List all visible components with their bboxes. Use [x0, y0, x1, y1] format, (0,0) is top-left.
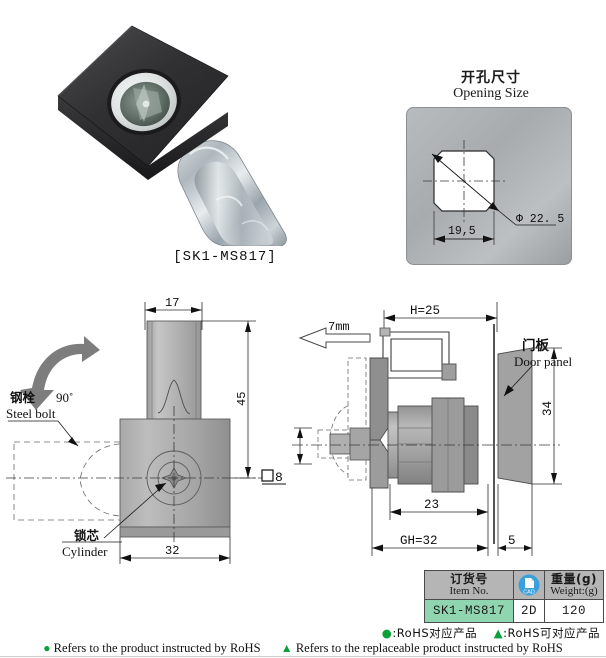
door-panel-label-cn: 门板	[522, 337, 550, 354]
spec-table-header-row: 订货号 Item No. CAD 重量(g) Weight:(g)	[424, 570, 604, 600]
dimension-45-value: 45	[235, 392, 249, 406]
steel-bolt-label-en: Steel bolt	[6, 406, 56, 421]
spec-cell-item-no: SK1-MS817	[424, 599, 514, 623]
product-photo-caption: [SK1-MS817]	[173, 249, 277, 265]
spec-table: 订货号 Item No. CAD 重量(g) Weight:(g)	[424, 570, 604, 623]
opening-width-value: 19,5	[448, 225, 476, 238]
rotation-angle-label: 90˚	[56, 390, 73, 405]
front-view-centerlines	[6, 406, 262, 546]
spec-header-cad: CAD	[513, 570, 545, 600]
opening-diameter-leader	[431, 153, 556, 226]
door-panel-leader	[503, 365, 533, 397]
table-row: SK1-MS817 2D 120	[424, 599, 604, 623]
dimension-17-value: 17	[165, 296, 179, 310]
steel-bolt-leader	[8, 420, 79, 447]
dimension-gh32	[371, 488, 489, 556]
svg-text:CAD: CAD	[523, 590, 535, 596]
opening-size-diagram: Φ 22. 5 19,5	[406, 107, 572, 265]
spec-cell-weight: 120	[544, 599, 604, 623]
rohs-triangle-text-en: Refers to the replaceable product instru…	[295, 641, 563, 655]
cam-arm-side	[382, 331, 450, 379]
product-photo	[40, 18, 302, 246]
dimension-34-value: 34	[541, 401, 555, 416]
seven-mm-label: 7mm	[328, 320, 350, 334]
spec-header-weight-en: Weight:(g)	[550, 584, 598, 597]
dimension-5-value: 5	[508, 534, 516, 548]
spec-header-weight: 重量(g) Weight:(g)	[544, 570, 604, 600]
footer-divider	[0, 656, 606, 657]
spec-header-item-no: 订货号 Item No.	[424, 570, 514, 600]
dimension-23-value: 23	[424, 498, 439, 512]
rohs-triangle-marker-cn: ▲	[493, 626, 504, 640]
cylinder-label-en: Cylinder	[62, 544, 108, 559]
dimension-gh32-value: GH=32	[400, 534, 438, 548]
rohs-triangle-text-cn: :RoHS可对应产品	[503, 626, 600, 640]
dimension-32	[119, 537, 231, 564]
opening-size-title: 开孔尺寸 Opening Size	[406, 70, 576, 102]
square-8-value: 8	[275, 470, 283, 485]
cylinder-leader	[103, 482, 167, 539]
steel-bolt-label-cn: 钢栓	[10, 390, 36, 405]
rohs-dot-text-en: Refers to the product instructed by RoHS	[53, 641, 261, 655]
dimension-32-value: 32	[165, 544, 179, 558]
spec-header-item-no-en: Item No.	[449, 584, 489, 597]
dimension-23	[389, 484, 489, 520]
photo-metal-cam	[177, 140, 287, 246]
door-panel-label-en: Door panel	[514, 354, 573, 369]
cam-arm-tip	[441, 363, 457, 381]
opening-width-dimension	[433, 211, 495, 245]
rohs-dot-marker-en: ●	[43, 641, 51, 655]
rohs-dot-text-cn: :RoHS对应产品	[392, 626, 478, 640]
opening-diameter-value: Φ 22. 5	[516, 213, 564, 226]
square-8-callout: 8	[261, 469, 286, 485]
spec-header-weight-cn: 重量(g)	[550, 571, 598, 586]
photo-cap-side	[58, 96, 228, 180]
spindle	[329, 433, 353, 455]
cam-tongue	[146, 320, 202, 420]
side-view-drawing: 7mm H=25	[292, 288, 606, 572]
cam-bracket	[369, 357, 389, 441]
small-left-dimension	[294, 427, 312, 465]
dimension-h25	[383, 302, 498, 336]
opening-size-title-cn: 开孔尺寸	[461, 70, 521, 86]
lock-body-base	[119, 526, 231, 538]
spec-header-item-no-cn: 订货号	[450, 571, 488, 586]
dimension-34	[532, 347, 562, 485]
bolt-hidden-outline-side	[317, 357, 367, 481]
cam-profile-curve	[157, 379, 191, 415]
rohs-legend-en: ● Refers to the product instructed by Ro…	[0, 641, 606, 656]
dimension-45	[201, 320, 256, 479]
cylinder-label-cn: 锁芯	[74, 528, 100, 543]
rohs-triangle-marker-en: ▲	[280, 641, 293, 655]
rohs-legend-cn: ●:RoHS对应产品 ▲:RoHS可对应产品	[0, 625, 600, 641]
steel-bolt-hidden-outline	[13, 441, 121, 521]
rotation-arrow-90	[20, 336, 100, 410]
front-view-drawing: 90˚ 17	[0, 288, 300, 572]
opening-size-title-en: Opening Size	[453, 86, 529, 102]
spec-cell-cad[interactable]: 2D	[513, 599, 545, 623]
cad-icon: CAD	[518, 574, 540, 596]
seven-mm-arrow	[298, 327, 371, 349]
dimension-h25-value: H=25	[410, 304, 440, 318]
rohs-dot-marker-cn: ●	[381, 626, 393, 640]
